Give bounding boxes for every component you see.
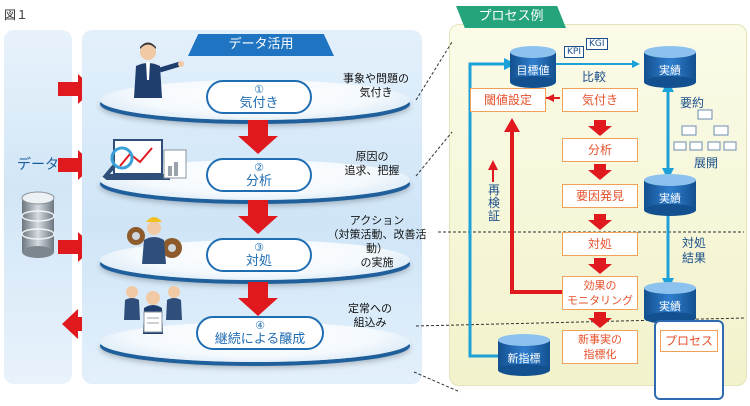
new-fact-box: 新事実の 指標化 (562, 330, 638, 364)
step-1-description: 事象や問題の 気付き (343, 72, 409, 99)
actual-cylinder-2 (644, 174, 696, 216)
process-example-header: プロセス例 (456, 6, 566, 28)
step-4-title: 継続による醸成 (214, 332, 306, 347)
action-result-label: 対処 結果 (682, 236, 707, 265)
new-index-label: 新指標 (507, 352, 541, 365)
step-1-number: ① (254, 83, 264, 96)
target-label: 目標値 (516, 64, 550, 77)
step-2-number: ② (254, 161, 264, 174)
step-2-title: 分析 (245, 174, 272, 189)
legend-process-box: プロセス (660, 330, 718, 352)
action-box: 対処 (562, 232, 638, 256)
threshold-box: 閾値設定 (470, 88, 546, 112)
step-4-pill: ④ 継続による醸成 (196, 316, 324, 350)
monitoring-box: 効果の モニタリング (562, 276, 638, 310)
step-1-pill: ① 気付き (206, 80, 312, 114)
data-column-title: データ (17, 157, 59, 173)
legend-data-label: データ (670, 376, 704, 389)
awareness-box: 気付き (562, 88, 638, 112)
step-3-pill: ③ 対処 (206, 238, 312, 272)
step-3-title: 対処 (245, 254, 272, 269)
arrow-down-3 (238, 282, 278, 316)
step-4-description: 定常への 組込み (348, 302, 392, 329)
figure-label: 図１ (4, 8, 29, 22)
summary-label: 要約 (680, 96, 705, 110)
expand-tree-icon (673, 109, 737, 151)
presenter-illustration (134, 42, 184, 98)
step-2-pill: ② 分析 (206, 158, 312, 192)
data-utilization-header: データ活用 (188, 34, 334, 56)
actual-cylinder-1 (644, 46, 696, 88)
actual-label-1: 実績 (659, 64, 681, 77)
step-3-number: ③ (254, 241, 264, 254)
expand-label: 展開 (694, 156, 719, 170)
step-1-title: 気付き (239, 96, 279, 111)
step-2-description: 原因の 追求、把握 (344, 150, 400, 177)
database-icon (21, 191, 55, 258)
kgi-tag: KGI (586, 38, 608, 50)
target-cylinder (510, 46, 556, 88)
actual-label-2: 実績 (659, 192, 681, 205)
new-index-cylinder (498, 334, 550, 376)
arrow-left-4 (62, 309, 98, 339)
arrow-down-1 (238, 120, 278, 154)
team-illustration (124, 286, 182, 334)
action-illustration (127, 217, 182, 264)
compare-label: 比較 (582, 70, 607, 84)
analysis-box: 分析 (562, 138, 638, 162)
arrow-down-2 (238, 200, 278, 234)
analysis-illustration (102, 139, 187, 180)
cause-discovery-box: 要因発見 (562, 184, 638, 208)
recheck-label: 再 検 証 (488, 183, 501, 223)
actual-label-3: 実績 (659, 300, 681, 313)
step-4-number: ④ (255, 319, 265, 332)
step-3-description: アクション （対策活動、改善活動） の実施 (327, 214, 427, 269)
kpi-tag: KPI (564, 46, 584, 58)
